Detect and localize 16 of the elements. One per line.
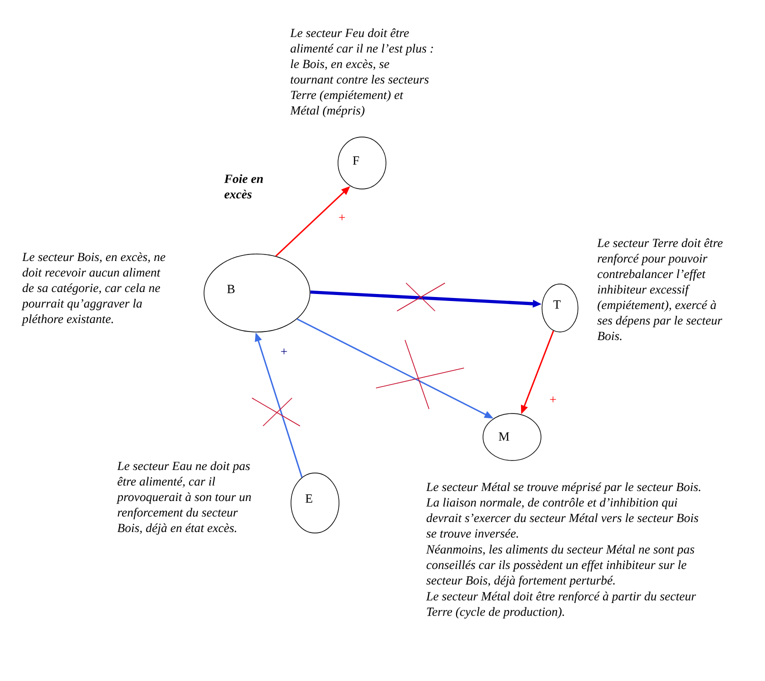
ellipse-node: F [338, 136, 386, 190]
ellipse-node: E [290, 472, 340, 534]
note-text: Le secteur Eau ne doit pas être alimenté, car il provoquerait à son tour un renforcement du secteur Bois, déjà en état excès. [116, 461, 251, 535]
plus-sign: + [279, 347, 289, 357]
plus-sign: + [548, 395, 558, 405]
note-text: Le secteur Bois, en excès, ne doit recevoir aucun aliment de sa catégorie, car cela ne pourrait qu’aggraver la pléthore existante. [21, 252, 166, 326]
ellipse-node: B [204, 254, 310, 332]
note-text: Le secteur Métal doit être renforcé à partir du secteur Terre (cycle de production). [426, 592, 696, 619]
note-text: Le secteur Feu doit être alimenté car il ne l’est plus : le Bois, en excès, se tournant contre les secteurs Terre (empiétement) et Métal (mépris) [290, 28, 433, 118]
note-text: Le secteur Terre doit être renforcé pour pouvoir contrebalancer l’effet inhibiteur excessif (empiétement), exercé à ses dépens par le secteur Bois. [597, 238, 723, 340]
bold-note: Foie en excès [224, 174, 263, 198]
ellipse-node: T [542, 284, 578, 332]
plus-sign: + [337, 213, 347, 223]
note-text: Néanmoins, les aliments du secteur Métal ne sont pas conseillés car ils possèdent un effet inhibiteur sur le secteur Bois, déjà fortement perturbé. [426, 544, 694, 588]
ellipse-node: M [482, 413, 542, 461]
note-text: Le secteur Métal se trouve méprisé par le secteur Bois. La liaison normale, de contrôle et d’inhibition qui devrait s’exercer du secteur Métal vers le secteur Bois se trouve inversée. [426, 482, 700, 538]
